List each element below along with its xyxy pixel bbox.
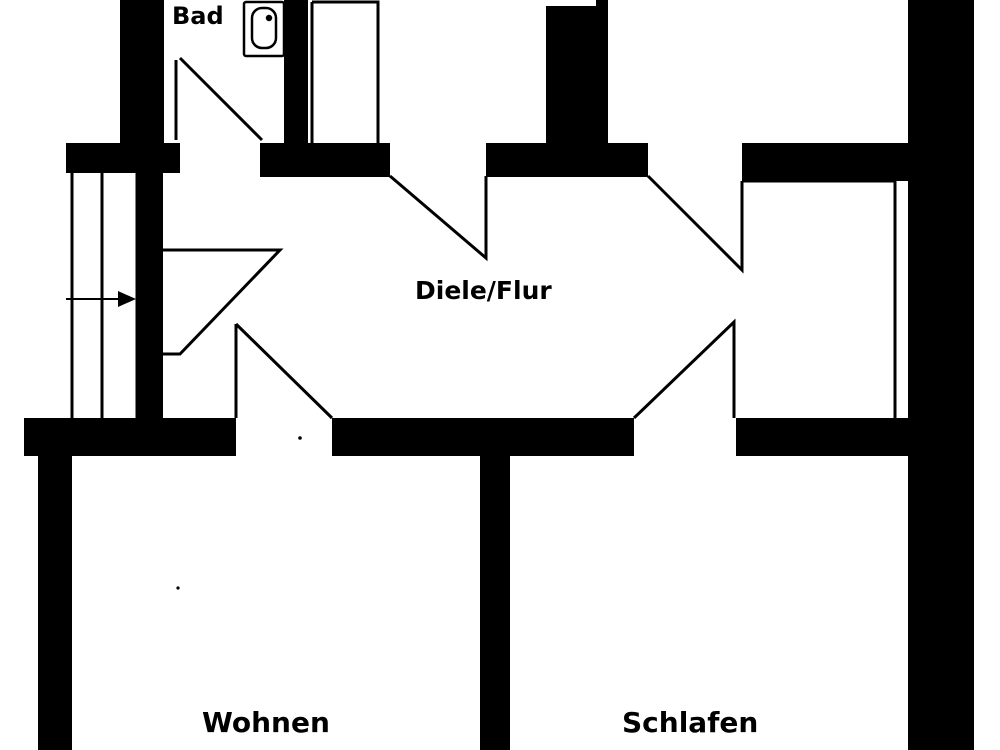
wall-upper-left bbox=[120, 0, 164, 148]
bath-door-frame bbox=[310, 0, 380, 143]
speck bbox=[160, 41, 164, 45]
wall-bath-partition bbox=[284, 0, 308, 148]
speck bbox=[176, 586, 180, 590]
door-swing-hall-right bbox=[646, 174, 744, 274]
wall-upper-middle bbox=[486, 143, 648, 177]
chimney-cap bbox=[596, 0, 608, 14]
wall-mid-center bbox=[332, 418, 634, 456]
stair-lines bbox=[70, 173, 139, 418]
door-swing-wohnen bbox=[234, 322, 334, 420]
wall-upper-right bbox=[742, 143, 908, 181]
wall-mid-left bbox=[24, 418, 236, 456]
wall-lower-divider bbox=[480, 455, 510, 750]
wall-lower-left bbox=[38, 455, 72, 750]
chimney-shaft bbox=[546, 6, 608, 148]
door-swing-hall-upper bbox=[389, 174, 488, 262]
stair-landing bbox=[147, 248, 284, 356]
room-label-schlafen: Schlafen bbox=[622, 706, 759, 739]
room-label-bad: Bad bbox=[172, 2, 224, 30]
speck bbox=[298, 436, 302, 440]
wall-stair-side bbox=[137, 173, 163, 423]
room-right-outline bbox=[742, 179, 897, 418]
wall-right-outer bbox=[908, 0, 974, 750]
stair-direction-arrow-icon bbox=[66, 291, 136, 307]
bathtub-icon bbox=[242, 0, 286, 58]
wall-mid-right bbox=[736, 418, 908, 456]
room-label-wohnen: Wohnen bbox=[202, 706, 330, 739]
wall-upper-bath bbox=[260, 143, 390, 177]
bath-door-swing bbox=[174, 56, 264, 142]
door-swing-schlafen bbox=[632, 318, 736, 420]
wall-upper-left-horizontal bbox=[66, 143, 180, 173]
room-label-diele-flur: Diele/Flur bbox=[415, 276, 552, 305]
